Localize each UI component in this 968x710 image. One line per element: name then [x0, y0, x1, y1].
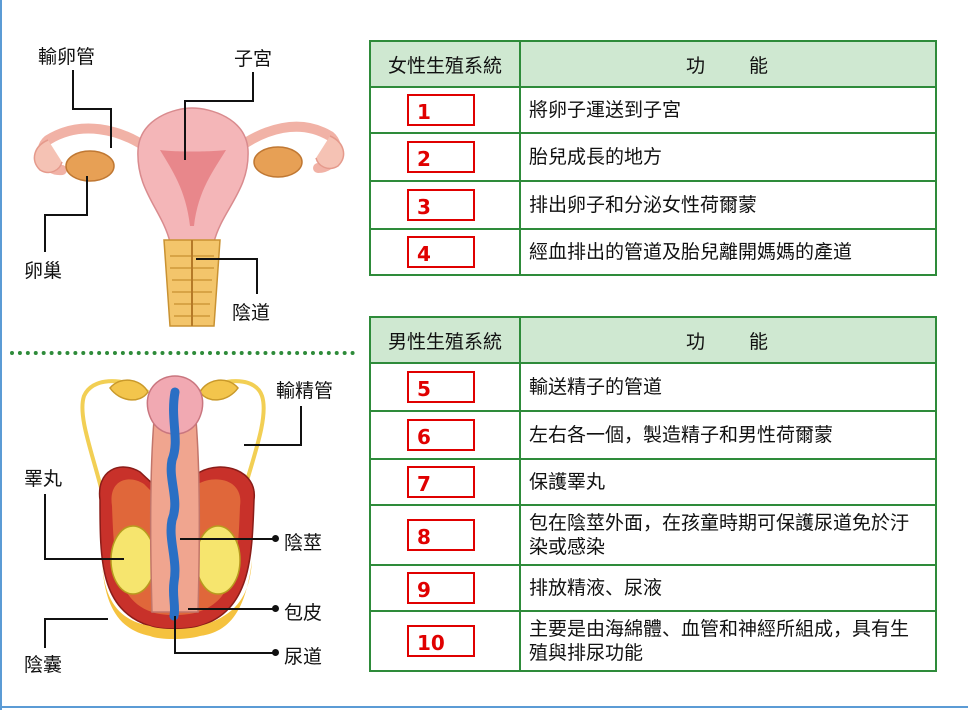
left-ovary	[65, 150, 115, 182]
leader-oviduct-h	[72, 108, 112, 110]
leader-scrotum-h	[44, 618, 108, 620]
number-box: 9	[407, 572, 475, 604]
number-box: 7	[407, 466, 475, 498]
leader-testis-h	[44, 558, 124, 560]
leader-oviduct-v	[72, 70, 74, 110]
table-row: 4 經血排出的管道及胎兒離開媽媽的產道	[369, 228, 937, 276]
number-box: 8	[407, 519, 475, 551]
leader-urethra-dot	[272, 649, 279, 656]
label-testis: 睪丸	[24, 468, 63, 490]
section-divider	[10, 351, 355, 355]
number-box: 5	[407, 371, 475, 403]
leader-uterus-v	[252, 72, 254, 102]
number-box: 2	[407, 141, 475, 173]
label-vagina: 陰道	[232, 302, 271, 324]
number-box: 1	[407, 94, 475, 126]
right-seminal-vesicle	[199, 379, 239, 401]
label-ovary: 卵巢	[24, 260, 63, 282]
leader-testis-v	[44, 494, 46, 560]
label-oviduct: 輸卵管	[38, 46, 96, 68]
left-fimbria	[33, 139, 63, 174]
leader-penis-dot	[272, 535, 279, 542]
label-penis: 陰莖	[284, 532, 323, 554]
label-vas-deferens: 輸精管	[276, 380, 334, 402]
left-seminal-vesicle	[109, 379, 149, 401]
leader-uterus-v2	[184, 100, 186, 160]
function-cell: 包在陰莖外面，在孩童時期可保護尿道免於汙染或感染	[519, 504, 937, 566]
leader-ovary-v	[44, 214, 46, 252]
function-cell: 將卵子運送到子宮	[519, 86, 937, 134]
function-cell: 輸送精子的管道	[519, 362, 937, 412]
leader-foreskin-h	[188, 608, 276, 610]
leader-uterus-h	[184, 100, 254, 102]
table-row: 1 將卵子運送到子宮	[369, 86, 937, 134]
function-cell: 排出卵子和分泌女性荷爾蒙	[519, 180, 937, 230]
male-header-system: 男性生殖系統	[369, 316, 521, 364]
leader-oviduct-v2	[110, 108, 112, 148]
table-row: 9 排放精液、尿液	[369, 564, 937, 612]
leader-ovary-h	[44, 214, 86, 216]
function-cell: 胎兒成長的地方	[519, 132, 937, 182]
uterine-cavity	[160, 150, 226, 226]
number-box: 10	[407, 625, 475, 657]
leader-urethra-h	[174, 652, 276, 654]
leader-urethra-v	[174, 616, 176, 652]
table-row: 7 保護睪丸	[369, 458, 937, 506]
label-foreskin: 包皮	[284, 602, 323, 624]
leader-vas-h	[244, 444, 302, 446]
leader-vagina-h	[196, 258, 258, 260]
right-fimbria	[315, 135, 345, 170]
female-function-table: 女性生殖系統 功 能 1 將卵子運送到子宮 2 胎兒成長的地方 3 排出卵子和分…	[369, 40, 937, 276]
bottom-edge-line	[0, 706, 968, 708]
number-box: 6	[407, 419, 475, 451]
leader-foreskin-dot	[272, 605, 279, 612]
label-urethra: 尿道	[284, 646, 323, 668]
leader-vagina-v	[256, 258, 258, 294]
function-cell: 經血排出的管道及胎兒離開媽媽的產道	[519, 228, 937, 276]
table-row: 3 排出卵子和分泌女性荷爾蒙	[369, 180, 937, 230]
function-cell: 主要是由海綿體、血管和神經所組成，具有生殖與排尿功能	[519, 610, 937, 672]
female-header-function: 功 能	[519, 40, 937, 88]
female-header-system: 女性生殖系統	[369, 40, 521, 88]
male-function-table: 男性生殖系統 功 能 5 輸送精子的管道 6 左右各一個，製造精子和男性荷爾蒙 …	[369, 316, 937, 672]
leader-scrotum-v	[44, 618, 46, 648]
left-testis	[110, 525, 156, 595]
left-edge-line	[0, 0, 2, 710]
label-scrotum: 陰囊	[24, 654, 63, 676]
right-testis	[195, 525, 241, 595]
table-row: 6 左右各一個，製造精子和男性荷爾蒙	[369, 410, 937, 460]
table-row: 10 主要是由海綿體、血管和神經所組成，具有生殖與排尿功能	[369, 610, 937, 672]
function-cell: 保護睪丸	[519, 458, 937, 506]
table-row: 2 胎兒成長的地方	[369, 132, 937, 182]
number-box: 4	[407, 236, 475, 268]
number-box: 3	[407, 189, 475, 221]
table-row: 5 輸送精子的管道	[369, 362, 937, 412]
function-cell: 排放精液、尿液	[519, 564, 937, 612]
urethra	[166, 387, 180, 621]
table-row: 8 包在陰莖外面，在孩童時期可保護尿道免於汙染或感染	[369, 504, 937, 566]
leader-vas-v	[300, 406, 302, 446]
leader-penis-h	[180, 538, 276, 540]
leader-ovary-v2	[86, 176, 88, 216]
male-header-function: 功 能	[519, 316, 937, 364]
label-uterus: 子宮	[234, 48, 273, 70]
right-ovary	[253, 146, 303, 178]
function-cell: 左右各一個，製造精子和男性荷爾蒙	[519, 410, 937, 460]
